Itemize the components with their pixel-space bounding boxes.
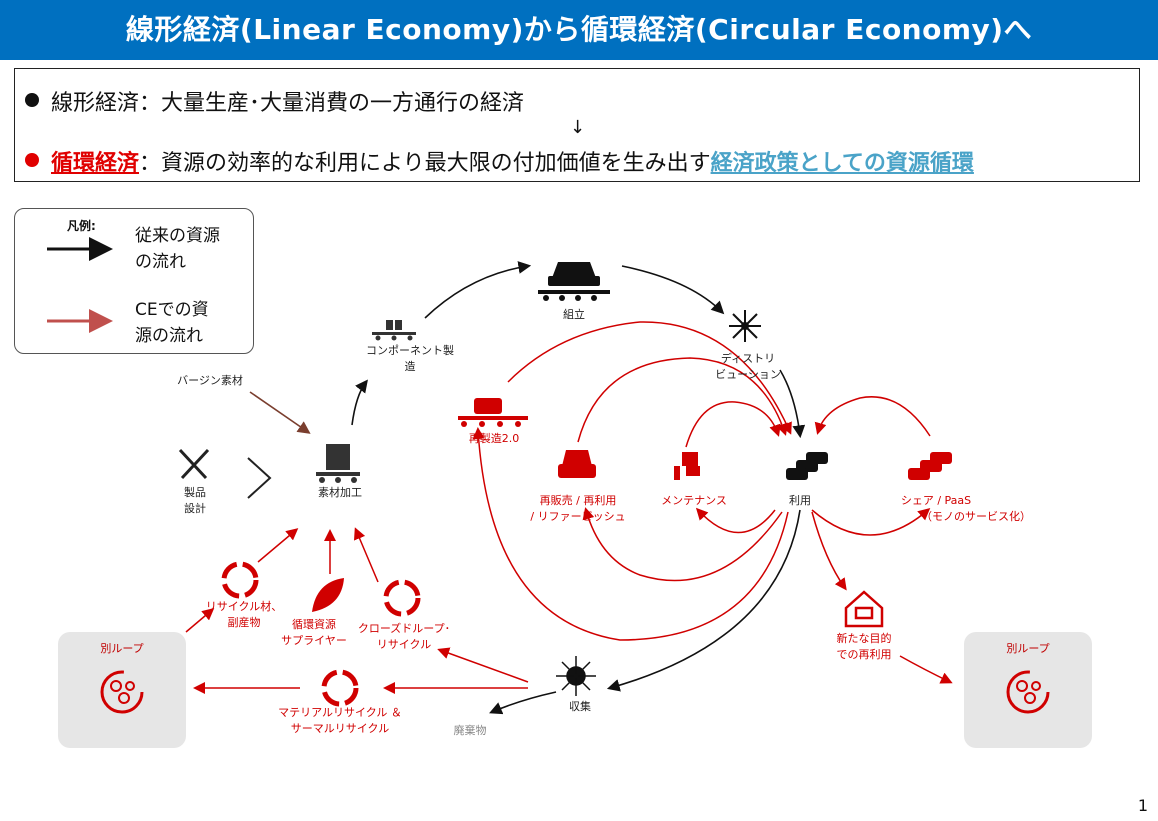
maintenance-icon: [674, 452, 700, 480]
arrow-use-to-resale: [582, 507, 783, 582]
label-closedloop-1: クローズドループ･: [358, 621, 450, 635]
arrow-reman-to-use: [507, 321, 792, 435]
tools-icon: [178, 448, 210, 480]
arrow-material-to-component: [351, 379, 368, 426]
design-chevron-icon: [247, 457, 272, 499]
circular-desc: ：資源の効率的な利用により最大限の付加価値を生み出す: [139, 151, 711, 176]
label-recycled-1: リサイクル材、: [206, 599, 282, 613]
linear-economy-line: 線形経済：大量生産･大量消費の一方通行の経済: [25, 85, 524, 117]
label-reman: 再製造2.0: [469, 431, 520, 445]
arrow-newpurpose-to-otherloop: [899, 655, 953, 684]
bullet-red: [25, 153, 39, 167]
legend-red-label: CEでの資源の流れ: [135, 300, 209, 346]
arrow-resale-to-use: [577, 357, 788, 443]
arrow-recycled-to-material: [257, 528, 299, 563]
label-share-2: （モノのサービス化）: [921, 509, 1031, 523]
label-component-2: 造: [405, 359, 416, 373]
arrow-virgin-to-material: [249, 391, 311, 434]
page-number: 1: [1137, 796, 1148, 815]
legend: 凡例: 従来の資源の流れ CEでの資源の流れ: [14, 208, 254, 354]
arrow-use-to-collection: [606, 509, 801, 692]
leaf-icon: [312, 578, 344, 612]
arrow-use-to-newpurpose: [811, 511, 847, 591]
gears-icon-left: [100, 670, 144, 714]
label-assembly: 組立: [563, 307, 585, 321]
arrow-use-to-share: [811, 508, 931, 536]
label-material: 素材加工: [318, 485, 362, 499]
gears-icon-right: [1006, 670, 1050, 714]
label-resale-1: 再販売 / 再利用: [540, 494, 617, 507]
linear-term: 線形経済: [51, 91, 140, 116]
label-maintenance: メンテナンス: [661, 494, 727, 507]
summary-box: 線形経済：大量生産･大量消費の一方通行の経済 ↓ 循環経済：資源の効率的な利用に…: [14, 68, 1140, 182]
label-design-2: 設計: [184, 501, 206, 515]
arrow-closedloop-to-material: [353, 527, 379, 583]
arrow-collection-to-closedloop: [437, 647, 529, 683]
legend-arrows: [47, 237, 113, 333]
material-processing-icon: [316, 444, 360, 483]
page-title: 線形経済(Linear Economy)から循環経済(Circular Econ…: [0, 0, 1158, 60]
label-virgin: バージン素材: [177, 373, 243, 387]
recycle-icon-materialthermal: [321, 669, 359, 707]
recycle-icon-closedloop: [383, 579, 421, 617]
arrow-assembly-to-distribution: [621, 265, 725, 315]
resale-car-icon: [558, 450, 596, 478]
recycle-icon-byproduct: [221, 561, 259, 599]
arrow-use-to-reman: [472, 427, 789, 641]
circular-term: 循環経済: [51, 151, 140, 176]
label-use: 利用: [789, 494, 811, 507]
label-share-1: シェア / PaaS: [901, 494, 971, 507]
arrow-component-to-assembly: [424, 261, 532, 319]
label-supplier-1: 循環資源: [292, 617, 336, 631]
arrow-collection-to-waste: [489, 691, 557, 715]
arrow-use-to-maintenance: [695, 507, 776, 534]
other-loop-left-box: 別ループ: [58, 632, 186, 748]
arrow-otherloop-to-recycled: [185, 608, 215, 633]
share-cars-icon: [908, 452, 952, 480]
collection-icon: [556, 656, 596, 696]
other-loop-left-label: 別ループ: [100, 642, 144, 655]
label-collection: 収集: [569, 699, 591, 713]
circular-economy-line: 循環経済：資源の効率的な利用により最大限の付加価値を生み出す経済政策としての資源…: [25, 145, 974, 177]
label-supplier-2: サプライヤー: [281, 634, 347, 647]
label-component-1: コンポーネント製: [366, 343, 454, 357]
car-assembly-icon: [538, 262, 610, 301]
label-newpurpose-1: 新たな目的: [837, 631, 892, 645]
linear-desc: ：大量生産･大量消費の一方通行の経済: [139, 91, 525, 116]
legend-header: 凡例:: [67, 219, 96, 233]
label-materialthermal-1: マテリアルリサイクル ＆: [278, 706, 402, 719]
arrow-distribution-to-use: [779, 369, 806, 439]
house-icon: [844, 590, 884, 628]
black-flows: [351, 261, 806, 715]
use-cars-icon: [786, 452, 828, 480]
label-closedloop-2: リサイクル: [377, 638, 431, 651]
label-recycled-2: 副産物: [228, 615, 261, 629]
label-waste: 廃棄物: [454, 723, 487, 737]
down-arrow: ↓: [570, 117, 586, 138]
red-flows: [185, 321, 953, 694]
label-newpurpose-2: での再利用: [837, 648, 892, 661]
bullet-black: [25, 93, 39, 107]
reman-icon: [458, 398, 528, 427]
arrow-maintenance-to-use: [685, 401, 781, 448]
legend-black-label: 従来の資源の流れ: [135, 226, 220, 272]
component-icon: [372, 320, 416, 341]
label-design-1: 製品: [184, 485, 206, 499]
label-distribution-2: ビューション: [715, 368, 781, 381]
other-loop-right-box: 別ループ: [964, 632, 1092, 748]
label-resale-2: / リファービッシュ: [530, 510, 625, 523]
arrow-share-to-use: [814, 396, 931, 437]
circular-highlight: 経済政策としての資源循環: [710, 151, 974, 176]
label-materialthermal-2: サーマルリサイクル: [291, 722, 389, 735]
distribution-icon: [729, 310, 761, 342]
label-distribution-1: ディストリ: [721, 351, 775, 365]
other-loop-right-label: 別ループ: [1006, 642, 1050, 655]
